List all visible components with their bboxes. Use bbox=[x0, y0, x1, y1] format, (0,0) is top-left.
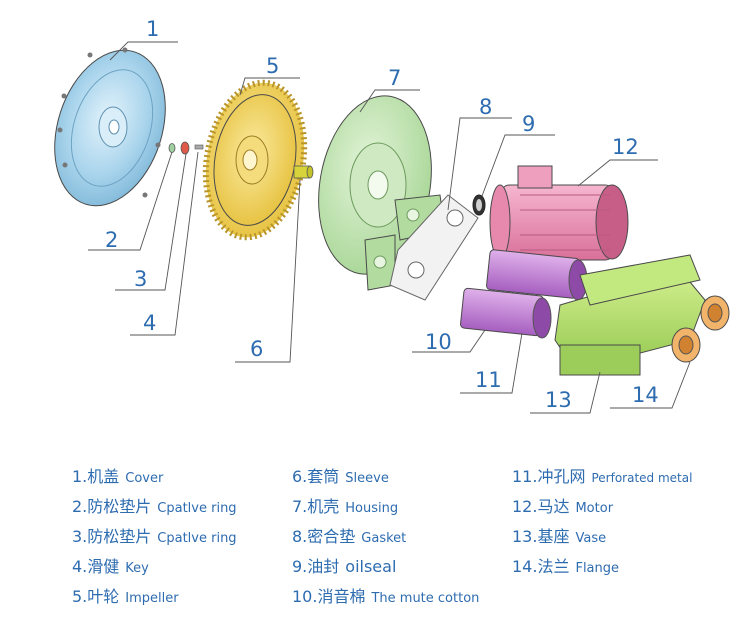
flange-part bbox=[671, 295, 730, 363]
callout-7: 7 bbox=[388, 66, 401, 90]
key-part bbox=[194, 144, 204, 150]
callout-14: 14 bbox=[632, 383, 659, 407]
callout-1: 1 bbox=[146, 17, 159, 41]
housing-part bbox=[318, 95, 446, 291]
captive-ring-part-3 bbox=[180, 141, 190, 155]
callout-8: 8 bbox=[479, 95, 492, 119]
gasket-part bbox=[389, 194, 479, 301]
callout-2: 2 bbox=[105, 228, 118, 252]
callout-4: 4 bbox=[143, 311, 156, 335]
oilseal-part bbox=[472, 194, 486, 216]
callout-12: 12 bbox=[612, 135, 639, 159]
callout-3: 3 bbox=[134, 267, 147, 291]
captive-ring-part-2 bbox=[168, 143, 176, 153]
leader-lines bbox=[88, 41, 691, 414]
mute-cotton-part bbox=[460, 287, 552, 339]
callout-11: 11 bbox=[475, 368, 502, 392]
callout-13: 13 bbox=[545, 388, 572, 412]
callout-9: 9 bbox=[522, 112, 535, 136]
callout-numbers: 1 2 3 4 5 6 7 8 9 10 11 12 13 14 bbox=[105, 17, 659, 412]
vase-part bbox=[554, 254, 706, 376]
exploded-view-diagram: 1 2 3 4 5 6 7 8 9 10 11 12 13 14 bbox=[54, 17, 730, 414]
callout-10: 10 bbox=[425, 330, 452, 354]
motor-part bbox=[489, 165, 629, 261]
callout-5: 5 bbox=[266, 54, 279, 78]
callout-6: 6 bbox=[250, 337, 263, 361]
perforated-metal-part bbox=[486, 249, 588, 301]
sleeve-part bbox=[293, 165, 314, 179]
cover-part bbox=[54, 47, 166, 207]
